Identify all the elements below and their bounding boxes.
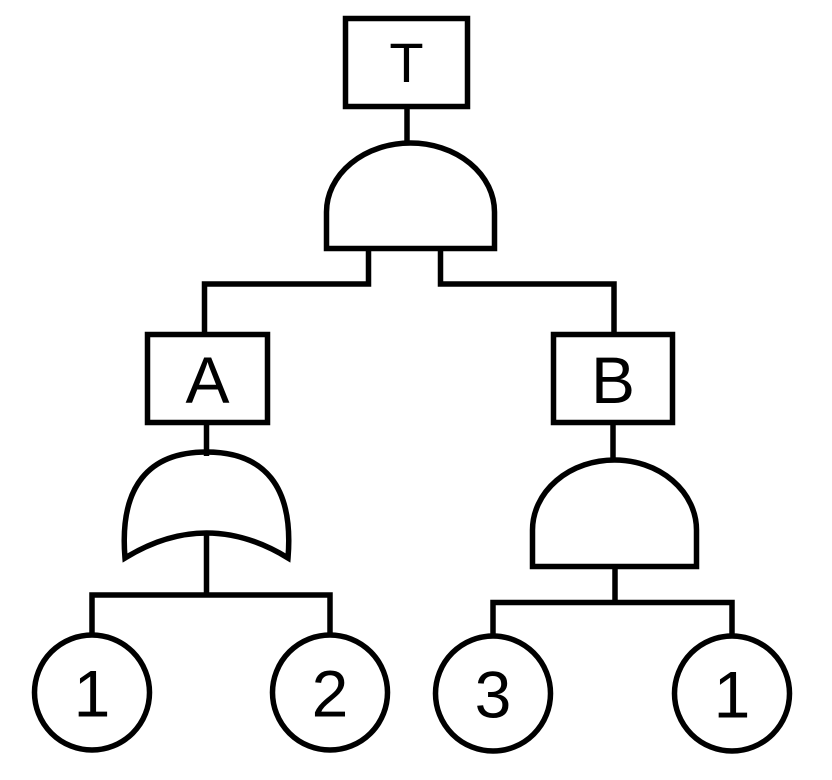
top-event-box <box>342 15 471 110</box>
top-event-label: T <box>389 31 423 94</box>
basic-event-2-label: 2 <box>312 657 349 731</box>
and-gate-b <box>529 457 700 570</box>
basic-event-1-circle <box>31 632 153 753</box>
basic-event-3-label: 3 <box>475 658 512 732</box>
basic-event-2-circle <box>269 632 391 753</box>
event-a-label: A <box>185 343 229 417</box>
basic-event-4-circle <box>671 633 793 754</box>
wire-gate-b-to-basic-events <box>490 599 735 637</box>
basic-event-3-circle <box>432 633 554 754</box>
event-a-box <box>144 331 271 426</box>
basic-event-1-label: 1 <box>74 657 111 731</box>
basic-event-4-label: 1 <box>714 658 751 732</box>
or-gate-a <box>121 449 292 563</box>
wire-top-gate-to-event-a <box>201 248 372 334</box>
wire-gate-a-to-basic-events <box>89 592 333 636</box>
top-and-gate <box>323 140 498 252</box>
event-b-label: B <box>591 343 635 417</box>
wire-top-gate-to-event-b <box>437 248 617 334</box>
event-b-box <box>550 331 676 426</box>
